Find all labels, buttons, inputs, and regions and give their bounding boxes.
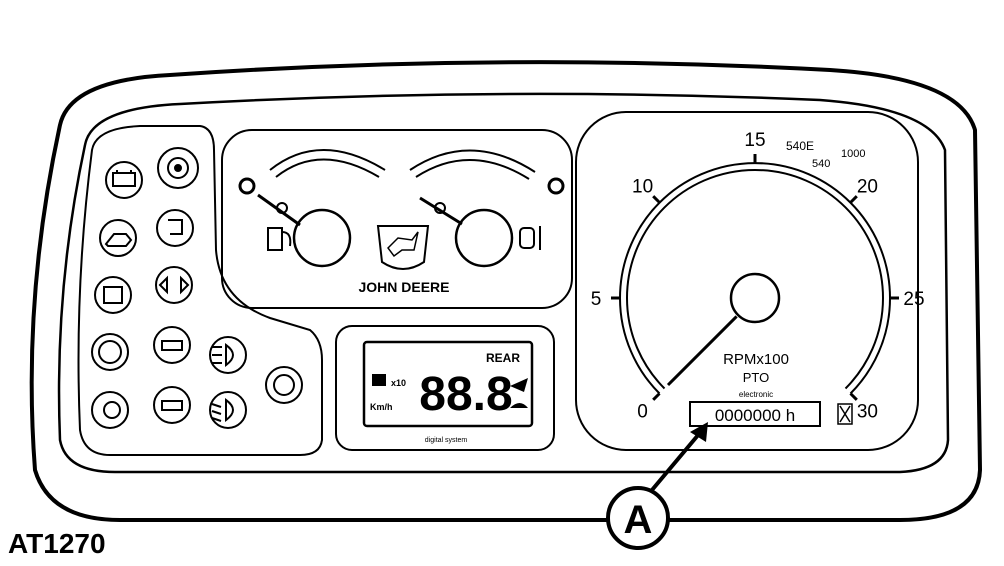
lcd-speed-icon: [372, 374, 386, 386]
parking-brake-icon: [91, 333, 129, 371]
lcd-unit: Km/h: [370, 402, 393, 412]
tach-unit-label: RPMx100: [723, 351, 789, 368]
gauge-pod: [221, 129, 573, 309]
lcd-hare-icon: [510, 378, 528, 392]
temp-gauge-lamp: [547, 177, 565, 195]
engine-warning-icon: [157, 147, 199, 189]
tachometer-bezel: [575, 111, 919, 451]
tach-needle: [666, 315, 738, 387]
air-filter-icon: [94, 276, 132, 314]
fuel-gauge-marker: [276, 202, 288, 214]
tach-tick-label: 15: [744, 130, 765, 151]
tach-tick-label: 5: [591, 289, 602, 310]
callout-circle: [606, 486, 670, 550]
tach-scale-arc-inner: [626, 168, 884, 390]
trailer-2-icon: [153, 386, 191, 424]
tach-sub-label: PTO: [743, 370, 770, 385]
tach-hub: [729, 272, 781, 324]
callout-arrowhead: [690, 422, 708, 442]
temp-gauge-hub: [454, 208, 514, 268]
hour-meter-value: 0000000 h: [715, 406, 795, 425]
hydraulic-icon: [265, 366, 303, 404]
lcd-multiplier: x10: [391, 378, 406, 388]
lcd-tortoise-icon: [510, 403, 528, 408]
brand-wordmark: JOHN DEERE: [358, 279, 449, 295]
fuel-gauge-arc: [269, 149, 386, 171]
lcd-mode-label: REAR: [486, 351, 520, 365]
fuel-gauge: [238, 149, 386, 268]
panel-housing-inner: [57, 92, 950, 474]
tach-tick-label: 30: [857, 401, 878, 422]
lcd-bezel: [335, 325, 555, 451]
fuel-gauge-arc-inner: [275, 158, 380, 178]
turn-signal-icon: [155, 266, 193, 304]
callout-a: A: [606, 422, 708, 550]
temp-gauge-arc-inner: [415, 159, 530, 180]
temp-gauge-marker: [434, 202, 446, 214]
cold-start-icon: [156, 209, 194, 247]
trailer-1-icon: [153, 326, 191, 364]
hourglass-icon: [837, 403, 853, 425]
callout-letter: A: [624, 498, 653, 542]
panel-housing-outer: [29, 60, 983, 522]
tach-scale-arc: [619, 162, 891, 395]
deere-logo: [376, 225, 430, 270]
lcd-digits: 88.8: [419, 368, 512, 421]
tach-tick-label: 25: [903, 289, 924, 310]
fuel-gauge-lamp: [238, 177, 256, 195]
lcd-footer: digital system: [425, 437, 468, 444]
lcd-display: REAR 88.8 x10 Km/h digital system: [370, 351, 528, 444]
tach-tick-label: 20: [857, 177, 878, 198]
temperature-gauge: [409, 149, 565, 268]
callout-leader: [650, 426, 706, 492]
low-beam-icon: [209, 391, 247, 429]
hour-meter-box: [689, 401, 821, 427]
oil-pressure-icon: [99, 219, 137, 257]
temp-gauge-arc: [409, 149, 536, 173]
fuel-gauge-hub: [292, 208, 352, 268]
tach-tick: [652, 195, 661, 204]
figure-id: AT1270: [8, 528, 106, 559]
coolant-temp-icon: [519, 226, 541, 250]
battery-icon: [105, 161, 143, 199]
tach-tick-label: 0: [637, 401, 648, 422]
lcd-window: [362, 340, 534, 428]
fuel-gauge-needle: [257, 193, 301, 227]
tach-tick: [849, 392, 858, 401]
pto-mark-540: 540: [812, 158, 830, 170]
temp-gauge-needle: [419, 196, 463, 226]
indicator-cluster-bezel: [77, 125, 323, 456]
pto-mark-1000: 1000: [841, 148, 865, 160]
indicator-lamps: [91, 147, 303, 429]
high-beam-icon: [209, 336, 247, 374]
tach-tick: [849, 195, 858, 204]
brake-fluid-icon: [91, 391, 129, 429]
tach-brand-small: electronic: [739, 390, 773, 399]
tach-tick-label: 10: [632, 177, 653, 198]
fuel-pump-icon: [267, 227, 292, 251]
pto-mark-540e: 540E: [786, 139, 814, 153]
tach-tick: [652, 392, 661, 401]
tachometer: 0 5 10 15 20 25 30: [591, 130, 925, 422]
